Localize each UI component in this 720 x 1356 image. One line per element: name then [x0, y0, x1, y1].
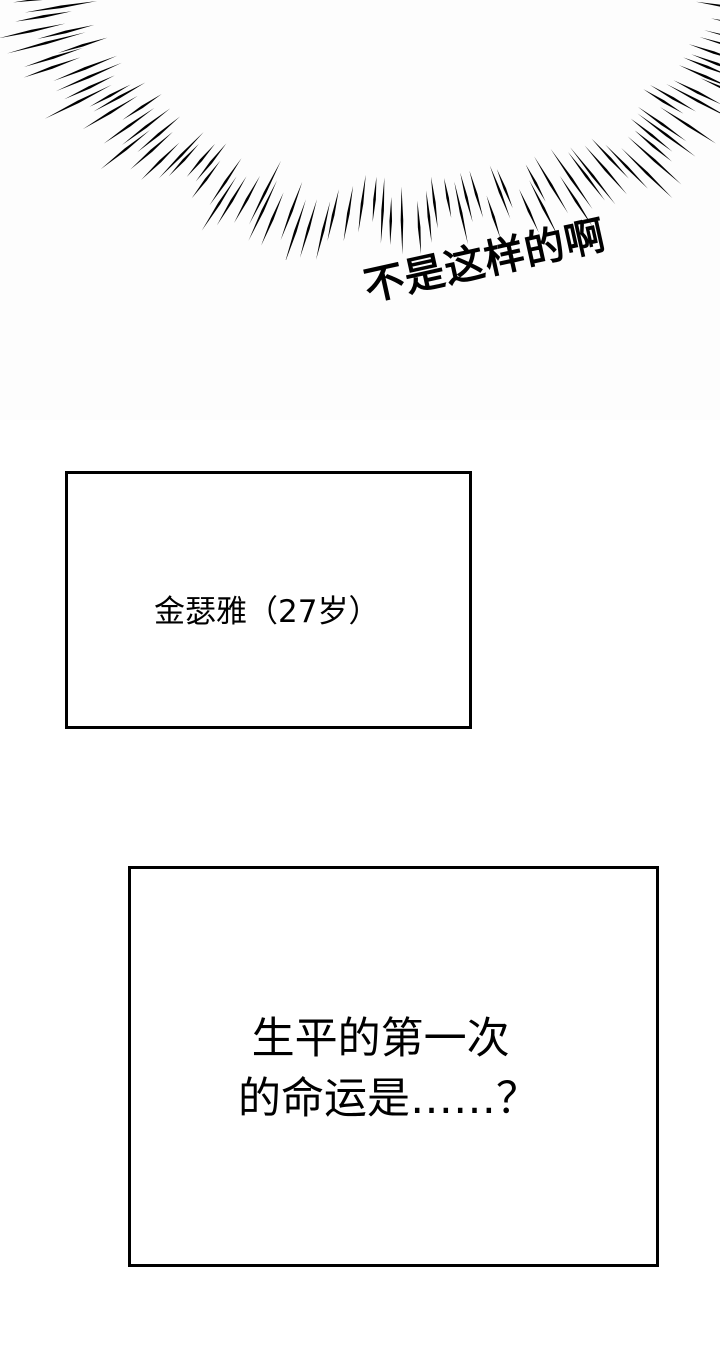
top-panel: 不是这样的啊: [0, 0, 720, 420]
caption-name-age: 金瑟雅（27岁）: [154, 594, 380, 630]
caption-box-name-age: 金瑟雅（27岁）: [65, 471, 472, 729]
caption-fate-line2: 的命运是……？: [238, 1074, 539, 1124]
caption-fate-text: 生平的第一次 的命运是……？: [238, 1009, 539, 1129]
caption-fate-line1: 生平的第一次: [238, 1014, 510, 1064]
caption-box-fate: 生平的第一次 的命运是……？: [128, 866, 659, 1267]
radial-speed-lines-icon: [0, 0, 720, 260]
